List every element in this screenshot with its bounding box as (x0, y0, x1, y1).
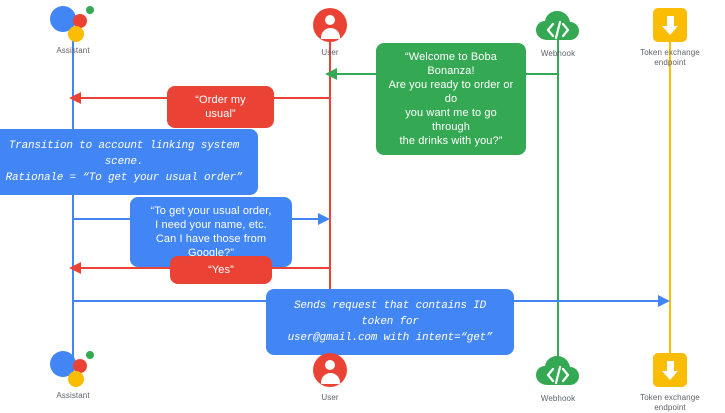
message-bubble-ask-for-name: “To get your usual order, I need your na… (130, 197, 292, 267)
user-avatar-icon (270, 350, 390, 390)
actor-user-top: User (270, 5, 390, 58)
arrowhead-order-my-usual (69, 92, 81, 104)
lifeline-token-endpoint (669, 28, 671, 368)
note-transition-to-account-linking: Transition to account linking system sce… (0, 129, 258, 195)
note-sends-request: Sends request that contains ID token for… (266, 289, 514, 355)
actor-label-webhook: Webhook (540, 49, 576, 58)
cloud-code-icon (498, 6, 618, 46)
actor-assistant-top: Assistant (13, 3, 133, 56)
actor-user-bottom: User (270, 350, 390, 403)
actor-label-assistant: Assistant (56, 391, 90, 400)
cloud-code-icon (498, 351, 618, 391)
actor-webhook-bottom: Webhook (498, 351, 618, 404)
arrowhead-welcome (325, 68, 337, 80)
actor-label-webhook: Webhook (540, 394, 576, 403)
arrowhead-ask-for-name (318, 213, 330, 225)
google-assistant-icon (13, 3, 133, 43)
actor-label-token-endpoint: Token exchange endpoint (640, 48, 700, 67)
message-bubble-yes: “Yes” (170, 256, 272, 284)
actor-token-endpoint-top: Token exchange endpoint (610, 5, 725, 68)
actor-label-assistant: Assistant (56, 46, 90, 55)
lifeline-user (329, 28, 331, 368)
actor-assistant-bottom: Assistant (13, 348, 133, 401)
google-assistant-icon (13, 348, 133, 388)
actor-token-endpoint-bottom: Token exchange endpoint (610, 350, 725, 413)
message-bubble-order-my-usual: “Order my usual” (167, 86, 274, 128)
lifeline-webhook (557, 28, 559, 368)
actor-label-token-endpoint: Token exchange endpoint (640, 393, 700, 412)
message-bubble-welcome: “Welcome to Boba Bonanza! Are you ready … (376, 43, 526, 155)
user-avatar-icon (270, 5, 390, 45)
arrowhead-yes (69, 262, 81, 274)
arrowhead-sends-request (658, 295, 670, 307)
actor-webhook-top: Webhook (498, 6, 618, 59)
actor-label-user: User (321, 393, 339, 402)
download-endpoint-icon (610, 5, 725, 45)
download-endpoint-icon (610, 350, 725, 390)
actor-label-user: User (321, 48, 339, 57)
lifeline-assistant (72, 28, 74, 368)
